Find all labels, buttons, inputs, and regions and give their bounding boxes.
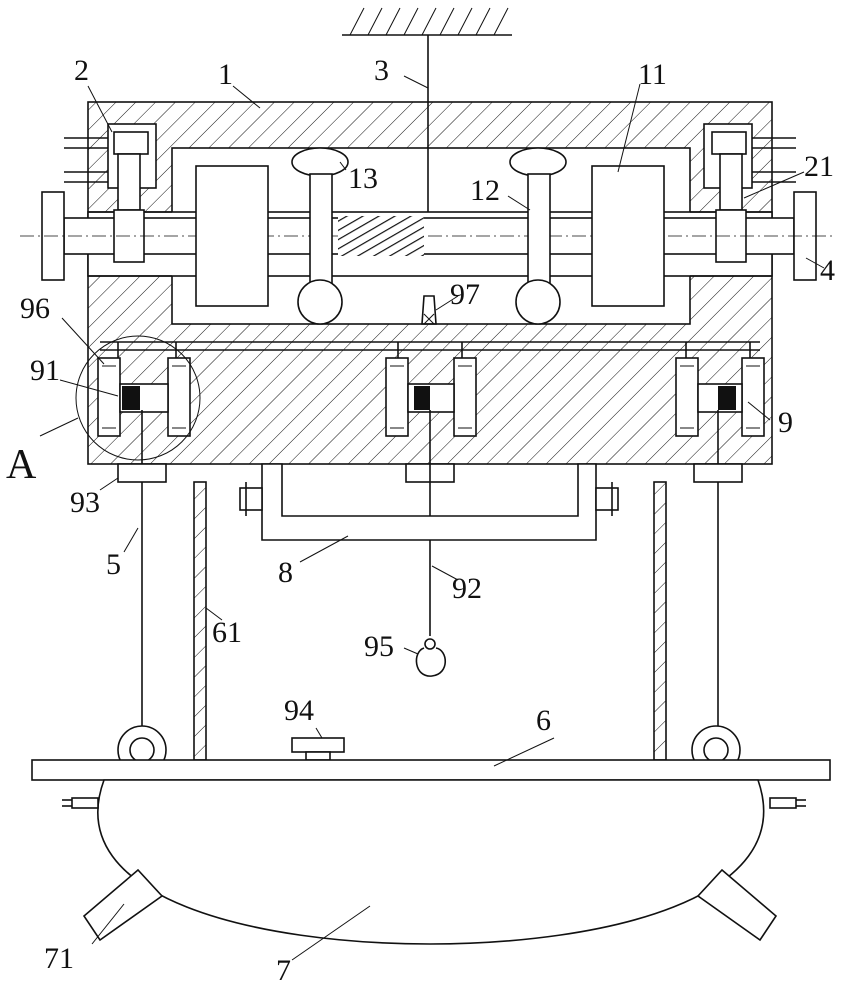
label-94: 94 bbox=[284, 694, 314, 727]
spring-coil bbox=[338, 216, 424, 256]
label-61: 61 bbox=[212, 616, 242, 649]
label-21: 21 bbox=[804, 150, 834, 183]
label-91: 91 bbox=[30, 354, 60, 387]
label-2: 2 bbox=[74, 54, 89, 87]
label-92: 92 bbox=[452, 572, 482, 605]
button-94 bbox=[292, 738, 344, 760]
label-97: 97 bbox=[450, 278, 480, 311]
label-9: 9 bbox=[778, 406, 793, 439]
ceiling-mount bbox=[342, 8, 512, 35]
label-4: 4 bbox=[820, 254, 835, 287]
label-11: 11 bbox=[638, 58, 667, 91]
label-3: 3 bbox=[374, 54, 389, 87]
label-12: 12 bbox=[470, 174, 500, 207]
label-96: 96 bbox=[20, 292, 50, 325]
label-a: A bbox=[6, 442, 37, 488]
label-13: 13 bbox=[348, 162, 378, 195]
platform bbox=[32, 760, 830, 780]
label-6: 6 bbox=[536, 704, 551, 737]
label-7: 7 bbox=[276, 954, 291, 987]
label-8: 8 bbox=[278, 556, 293, 589]
ring-hook bbox=[416, 639, 445, 676]
airbag bbox=[62, 780, 806, 944]
label-5: 5 bbox=[106, 548, 121, 581]
label-95: 95 bbox=[364, 630, 394, 663]
label-1: 1 bbox=[218, 58, 233, 91]
label-93: 93 bbox=[70, 486, 100, 519]
label-71: 71 bbox=[44, 942, 74, 975]
